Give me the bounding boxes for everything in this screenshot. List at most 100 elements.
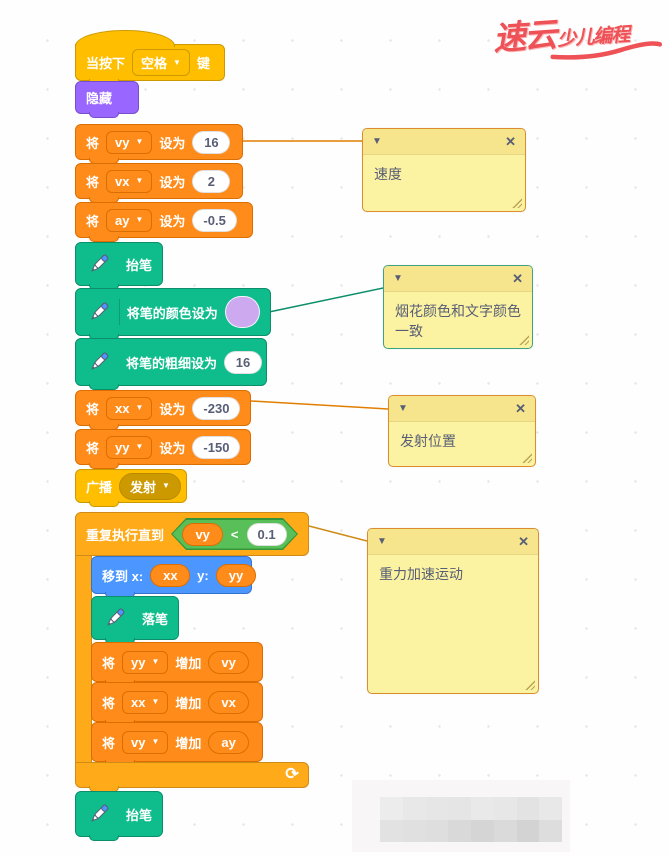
comment-header: ▼ ✕ [384,266,532,292]
chevron-down-icon: ▼ [151,657,160,666]
block-label: 设为 [159,174,186,190]
pen-icon [91,804,109,822]
comment-text[interactable]: 发射位置 [400,433,456,449]
broadcast-message-dropdown[interactable]: 发射 ▼ [119,472,181,500]
block-go-to-xy[interactable]: 移到 x: xx y: yy [91,556,256,598]
block-label: 广播 [86,479,113,495]
c-block-arm[interactable] [75,554,92,764]
block-label: 将笔的颜色设为 [126,305,218,321]
value-input[interactable]: -150 [192,435,240,459]
block-change-yy[interactable]: 将 yy ▼ 增加 vy [91,642,263,686]
comment-gravity-motion[interactable]: ▼ ✕ 重力加速运动 [367,528,539,694]
block-label: 将 [86,135,100,151]
comment-speed[interactable]: ▼ ✕ 速度 [362,128,526,212]
resize-handle[interactable] [522,453,532,463]
block-label: 将 [102,735,116,751]
resize-handle[interactable] [525,680,535,690]
value-input[interactable]: 0.1 [247,523,287,546]
block-label: 落笔 [142,611,169,627]
chevron-down-icon: ▼ [173,57,181,67]
block-when-key-pressed[interactable]: 当按下 空格 ▼ 键 [75,30,225,85]
value-input[interactable]: -230 [192,396,240,420]
block-set-vx[interactable]: 将 vx ▼ 设为 2 [75,163,243,203]
mosaic-cell [402,797,426,820]
variable-dropdown[interactable]: yy ▼ [106,435,153,459]
block-label: 将 [102,695,116,711]
variable-dropdown[interactable]: vy ▼ [106,130,153,154]
mosaic-cell [425,819,449,842]
block-set-ay[interactable]: 将 ay ▼ 设为 -0.5 [75,202,253,242]
mosaic-cell [448,819,471,842]
close-icon[interactable]: ✕ [505,134,516,149]
variable-dropdown[interactable]: xx ▼ [106,396,153,420]
close-icon[interactable]: ✕ [512,271,523,286]
block-change-vy[interactable]: 将 vy ▼ 增加 ay [91,722,263,766]
block-label: 增加 [175,735,202,751]
variable-dropdown[interactable]: ay ▼ [106,208,153,232]
block-label: 设为 [159,135,186,151]
pen-color-swatch[interactable] [224,296,260,328]
block-notch [89,501,119,507]
block-label: 将笔的粗细设为 [126,355,218,371]
variable-reporter-vy[interactable]: vy [208,650,249,674]
comment-text[interactable]: 速度 [374,166,402,182]
comment-pen-color[interactable]: ▼ ✕ 烟花颜色和文字颜色一致 [383,265,533,349]
block-label: 设为 [159,213,186,229]
block-pen-up-1[interactable]: 抬笔 [75,242,163,290]
mosaic-cell [539,819,562,842]
value-input[interactable]: 16 [224,350,263,374]
comment-text[interactable]: 重力加速运动 [379,566,463,582]
variable-dropdown[interactable]: vx ▼ [106,169,153,193]
block-hide[interactable]: 隐藏 [75,81,139,118]
mosaic-cell [516,819,540,842]
block-repeat-until[interactable]: 重复执行直到 vy < 0.1 [75,512,309,556]
block-set-pen-color[interactable]: 将笔的颜色设为 [75,288,271,340]
condition-less-than[interactable]: vy < 0.1 [171,518,298,550]
variable-reporter-xx[interactable]: xx [150,563,191,587]
variable-dropdown[interactable]: vy ▼ [122,730,169,754]
close-icon[interactable]: ✕ [518,534,529,549]
variable-reporter-vy[interactable]: vy [182,523,222,546]
collapse-icon[interactable]: ▼ [377,535,387,547]
block-pen-up-2[interactable]: 抬笔 [75,791,163,841]
variable-reporter-yy[interactable]: yy [215,563,256,587]
comment-text[interactable]: 烟花颜色和文字颜色一致 [395,303,521,340]
block-change-xx[interactable]: 将 xx ▼ 增加 vx [91,682,263,726]
block-broadcast[interactable]: 广播 发射 ▼ [75,469,187,507]
key-dropdown[interactable]: 空格 ▼ [132,49,190,76]
chevron-down-icon: ▼ [135,176,144,185]
block-set-yy[interactable]: 将 yy ▼ 设为 -150 [75,429,251,469]
mosaic-cell [380,797,403,820]
variable-dropdown[interactable]: xx ▼ [122,690,169,714]
chevron-down-icon: ▼ [135,215,144,224]
variable-reporter-vx[interactable]: vx [208,690,249,714]
block-set-vy[interactable]: 将 vy ▼ 设为 16 [75,124,243,164]
block-label: 抬笔 [126,807,153,823]
block-notch [89,112,119,118]
close-icon[interactable]: ✕ [515,401,526,416]
block-set-xx[interactable]: 将 xx ▼ 设为 -230 [75,390,251,430]
variable-reporter-ay[interactable]: ay [208,730,249,754]
loop-arrow-icon: ⟳ [283,764,300,785]
value-input[interactable]: -0.5 [192,208,237,232]
comment-header: ▼ ✕ [389,396,535,422]
value-input[interactable]: 2 [192,169,231,193]
blurred-watermark-mosaic [380,797,562,842]
c-block-bottom[interactable]: ⟳ [75,762,309,792]
block-label: 键 [196,56,210,71]
block-label: 设为 [159,401,186,417]
mosaic-cell [493,797,517,820]
resize-handle[interactable] [512,198,522,208]
chevron-down-icon: ▼ [162,481,170,490]
collapse-icon[interactable]: ▼ [372,135,382,147]
collapse-icon[interactable]: ▼ [393,272,403,284]
value-input[interactable]: 16 [192,130,231,154]
block-label: 将 [86,401,100,417]
variable-dropdown[interactable]: yy ▼ [122,650,169,674]
collapse-icon[interactable]: ▼ [398,402,408,414]
block-pen-down[interactable]: 落笔 [91,596,179,644]
resize-handle[interactable] [519,335,529,345]
block-set-pen-size[interactable]: 将笔的粗细设为 16 [75,338,267,390]
comment-launch-position[interactable]: ▼ ✕ 发射位置 [388,395,536,467]
